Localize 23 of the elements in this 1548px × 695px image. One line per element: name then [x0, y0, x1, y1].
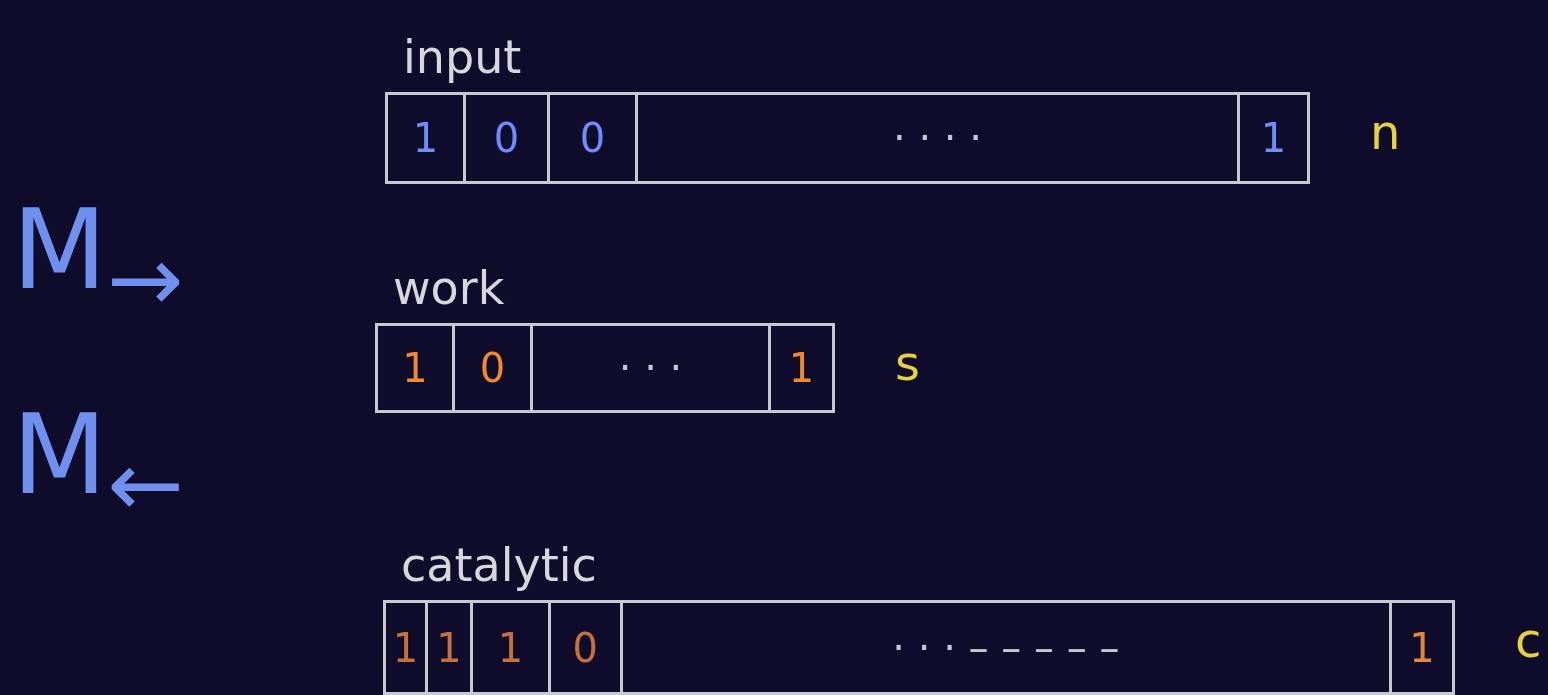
tape-length-label: c	[1515, 612, 1542, 668]
tape-cell: 0	[466, 95, 550, 181]
tape-length-label: n	[1370, 104, 1401, 160]
tape-cell: 1	[472, 603, 551, 692]
tape-cell: 1	[386, 603, 428, 692]
tape-cell: · · · – – – – –	[622, 603, 1393, 692]
tape-cell: 1	[771, 326, 832, 410]
machine-label: M$_{→}$	[12, 195, 184, 326]
tape-cell: · · · ·	[638, 95, 1240, 181]
tape-label: input	[403, 30, 522, 84]
tape-cell: 0	[550, 603, 623, 692]
tape-length-label: s	[895, 335, 920, 391]
tape-cell: 0	[455, 326, 533, 410]
tape-cell: 1	[1240, 95, 1307, 181]
tape-cell: 1	[1392, 603, 1452, 692]
tape-cell: 1	[427, 603, 473, 692]
tape-label: catalytic	[401, 538, 597, 592]
tape-cell: 1	[378, 326, 455, 410]
tape-label: work	[393, 261, 505, 315]
tape-cell: 0	[550, 95, 638, 181]
tape-cell: · · ·	[533, 326, 771, 410]
tape-cell: 1	[388, 95, 466, 181]
machine-label: M$_{←}$	[12, 400, 184, 531]
